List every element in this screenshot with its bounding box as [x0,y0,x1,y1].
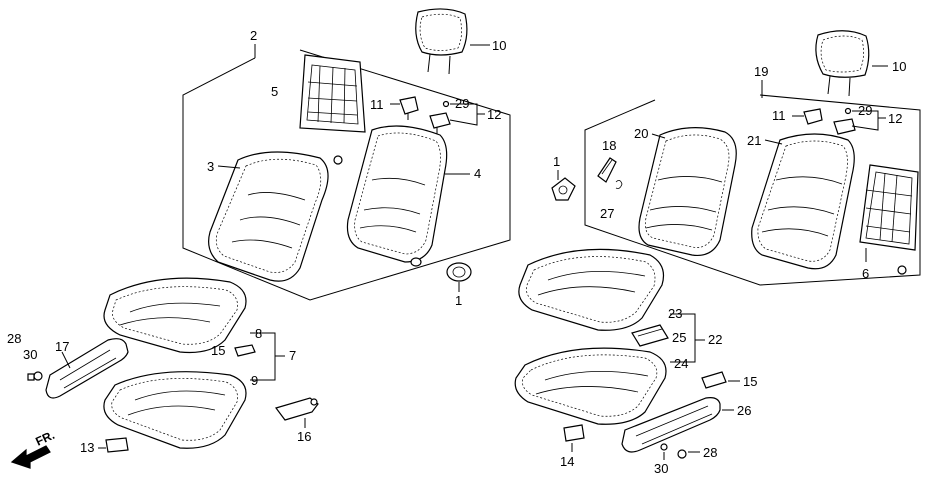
callout-12-right: 12 [888,111,902,126]
headrest-guide-locking-part [429,112,451,134]
seat-back-frame-part-right [859,164,919,275]
callout-22: 22 [708,332,722,347]
hook-part-right [701,371,727,389]
callout-29: 29 [455,96,469,111]
callout-1-right: 1 [553,154,560,169]
seat-cushion-pad-part [103,371,247,449]
callout-15-right: 15 [743,374,757,389]
group-outline-right [584,94,921,286]
callout-19: 19 [754,64,768,79]
headrest-part-left [415,8,468,75]
screw-part [442,100,450,108]
headrest-guide-locking-part-right [833,118,856,135]
callout-6: 6 [862,266,869,281]
bracket-part [275,397,319,421]
seat-cushion-pad-part-right [514,347,667,425]
seat-back-pad-part [208,151,329,282]
cover-cap-part [105,437,129,453]
callout-5: 5 [271,84,278,99]
callout-2: 2 [250,28,257,43]
callout-11-right: 11 [772,108,786,123]
seat-cushion-cover-part [103,277,247,354]
callout-28-right: 28 [703,445,717,460]
recliner-cover-part [45,338,129,399]
washer-screw-part [27,371,43,381]
recline-knob-part [410,257,472,282]
seat-back-pad-part-right [638,127,737,257]
callout-4: 4 [474,166,481,181]
callout-10-right: 10 [892,59,906,74]
recliner-cover-part-right [621,397,721,453]
callout-28: 28 [7,331,21,346]
callout-23: 23 [668,306,682,321]
callout-3: 3 [207,159,214,174]
lever-part [597,157,623,189]
front-direction-arrow-icon [10,445,51,469]
callout-16: 16 [297,429,311,444]
hook-part [234,344,256,357]
direction-label: FR. [33,428,56,449]
callout-29-right: 29 [858,103,872,118]
cover-cap-part-right [563,424,585,442]
seat-back-frame-part [299,54,366,133]
headrest-part-right [815,30,870,97]
callout-30: 30 [23,347,37,362]
callout-13: 13 [80,440,94,455]
callout-7: 7 [289,348,296,363]
callout-10: 10 [492,38,506,53]
washer-screw-part-right [660,443,687,459]
callout-18: 18 [602,138,616,153]
callout-14: 14 [560,454,574,469]
seat-back-assembly-part [346,125,448,263]
callout-15: 15 [211,343,225,358]
callout-1: 1 [455,293,462,308]
callout-9: 9 [251,373,258,388]
callout-11: 11 [370,97,384,112]
seat-back-assembly-part-right [751,133,855,270]
headrest-guide-part-right [803,108,823,125]
callout-26: 26 [737,403,751,418]
callout-25: 25 [672,330,686,345]
recline-knob-part-right [551,177,576,201]
callout-27: 27 [600,206,614,221]
callout-12: 12 [487,107,501,122]
screw-part-right [844,107,852,115]
callout-30-right: 30 [654,461,668,476]
callout-24: 24 [674,356,688,371]
tray-part [631,324,669,347]
seat-cushion-cover-part-right [518,248,665,331]
callout-8: 8 [255,326,262,341]
callout-21: 21 [747,133,761,148]
group-outline-left [182,49,511,301]
callout-20: 20 [634,126,648,141]
headrest-guide-part [399,96,419,120]
callout-17: 17 [55,339,69,354]
